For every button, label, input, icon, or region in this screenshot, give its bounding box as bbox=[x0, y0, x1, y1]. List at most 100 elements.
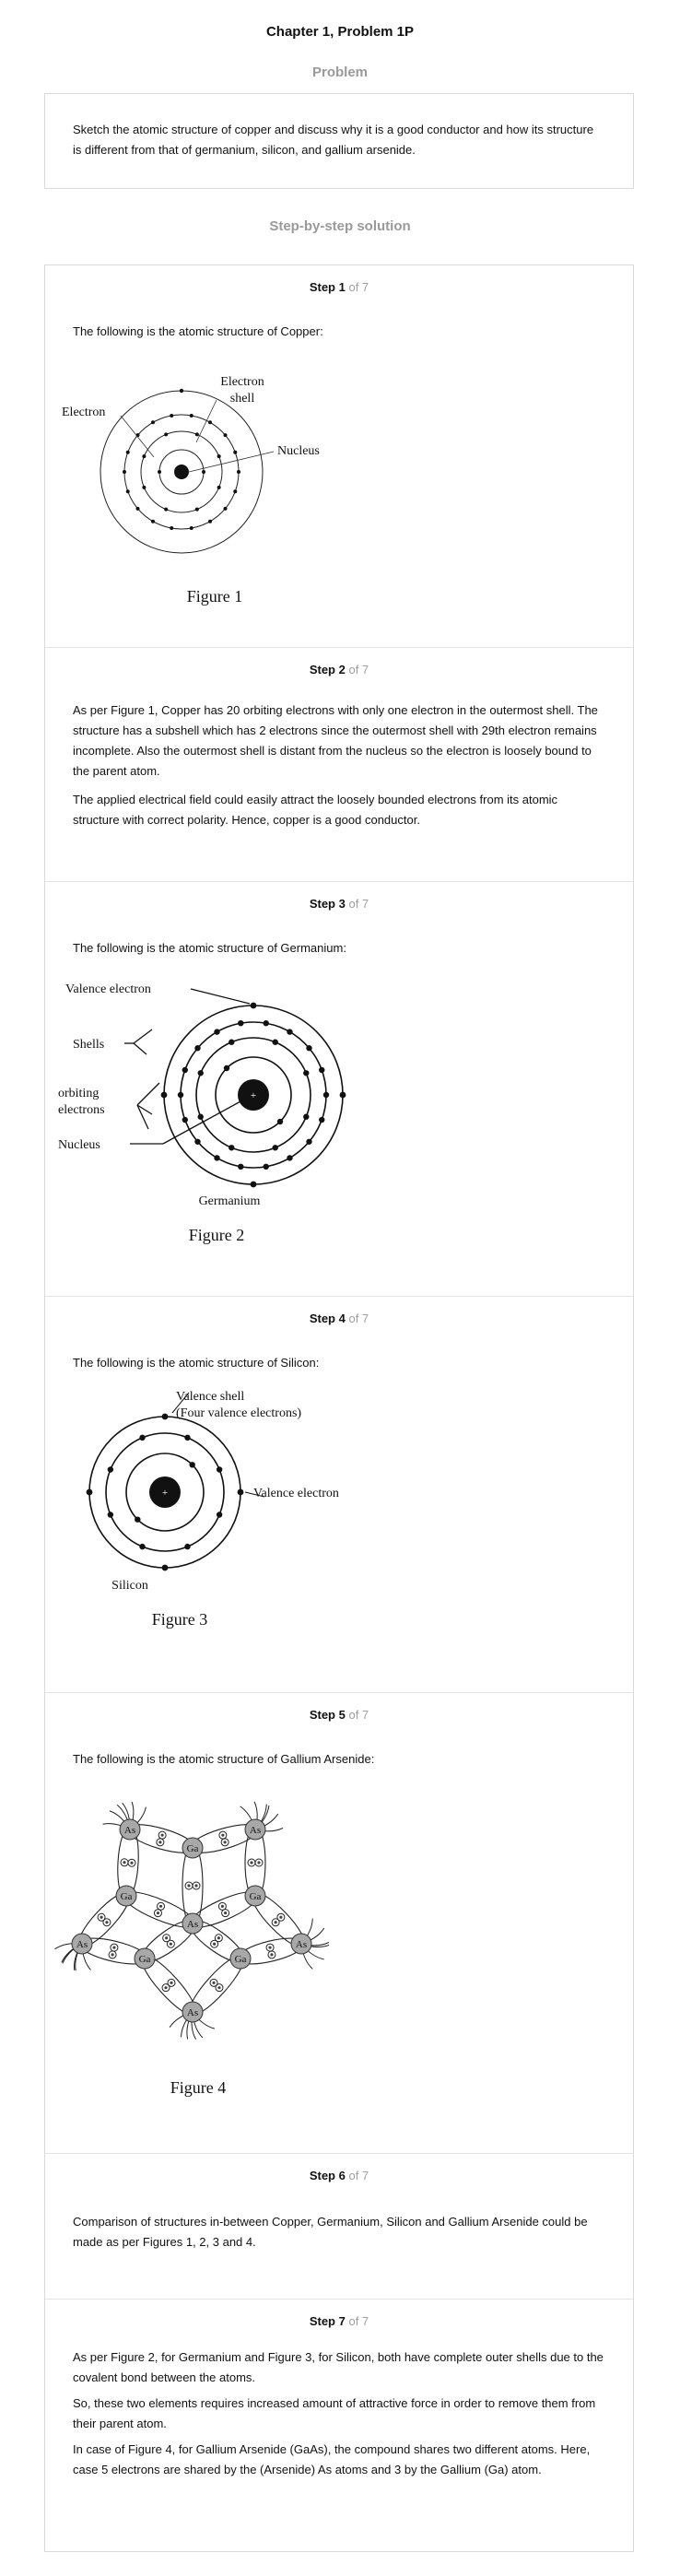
arsenic-atom: As bbox=[290, 1933, 312, 1955]
electron bbox=[197, 1070, 204, 1076]
atom-label: As bbox=[124, 1825, 135, 1836]
step-label: Step 4 bbox=[309, 1312, 346, 1325]
electron bbox=[151, 519, 155, 523]
label-nucleus: Nucleus bbox=[58, 1138, 100, 1152]
electron bbox=[194, 507, 199, 512]
electron bbox=[237, 1488, 244, 1496]
step-count: of 7 bbox=[348, 663, 369, 676]
nucleus bbox=[174, 465, 189, 479]
electron bbox=[214, 1029, 220, 1035]
electron bbox=[287, 1155, 293, 1161]
electron bbox=[107, 1466, 114, 1473]
electron bbox=[125, 489, 130, 494]
electron bbox=[184, 1434, 191, 1441]
solution-box: Step 1 of 7 The following is the atomic … bbox=[44, 265, 634, 2552]
electron bbox=[223, 433, 228, 438]
copper-atom-figure: Electron Electron shell Nucleus Figure 1 bbox=[62, 375, 320, 606]
label-orbiting-2: electrons bbox=[58, 1103, 105, 1117]
gallium-atom: Ga bbox=[134, 1947, 156, 1970]
electron bbox=[217, 485, 221, 489]
step-label: Step 7 bbox=[309, 2314, 346, 2328]
solution-heading: Step-by-step solution bbox=[269, 218, 411, 234]
electron bbox=[237, 470, 240, 474]
step-3-header: Step 3 of 7 bbox=[45, 897, 633, 911]
problem-heading: Problem bbox=[311, 65, 368, 80]
electron bbox=[151, 420, 155, 425]
electron bbox=[223, 506, 228, 511]
problem-text: Sketch the atomic structure of copper an… bbox=[73, 123, 594, 157]
atom-label: As bbox=[76, 1939, 88, 1950]
electron bbox=[125, 450, 130, 454]
electron bbox=[86, 1488, 93, 1496]
svg-text:+: + bbox=[251, 1090, 256, 1101]
atom-label: As bbox=[296, 1939, 307, 1950]
electron bbox=[184, 1543, 191, 1550]
step-5-header: Step 5 of 7 bbox=[45, 1708, 633, 1722]
step-2-paragraph-1: As per Figure 1, Copper has 20 orbiting … bbox=[73, 703, 598, 778]
atom-label: Ga bbox=[250, 1891, 262, 1902]
problem-box: Sketch the atomic structure of copper an… bbox=[44, 93, 634, 189]
electron bbox=[238, 1163, 244, 1170]
electron bbox=[272, 1145, 278, 1151]
label-germanium: Germanium bbox=[199, 1194, 261, 1208]
step-count: of 7 bbox=[348, 280, 369, 294]
electron bbox=[303, 1070, 310, 1076]
electron bbox=[229, 1145, 235, 1151]
electron bbox=[339, 1091, 346, 1099]
label-valence-electron: Valence electron bbox=[253, 1487, 339, 1500]
nucleus bbox=[149, 1476, 181, 1508]
electron bbox=[208, 519, 212, 523]
germanium-atom-figure: + Valence electron Shells orbiting elect… bbox=[58, 982, 346, 1244]
arsenic-atom: As bbox=[119, 1818, 141, 1841]
step-2-paragraph-2: The applied electrical field could easil… bbox=[73, 793, 558, 827]
figure-4-caption: Figure 4 bbox=[170, 2078, 227, 2097]
electron bbox=[135, 1516, 141, 1523]
electron bbox=[194, 1045, 201, 1052]
figure-3-caption: Figure 3 bbox=[152, 1610, 208, 1629]
electron bbox=[223, 1065, 230, 1072]
electron bbox=[216, 1511, 223, 1518]
electron bbox=[164, 507, 169, 512]
electron bbox=[107, 1511, 114, 1518]
electron bbox=[306, 1045, 312, 1052]
step-label: Step 3 bbox=[309, 897, 346, 911]
step-2-header: Step 2 of 7 bbox=[45, 663, 633, 676]
label-four-valence: (Four valence electrons) bbox=[176, 1406, 301, 1420]
atom-label: As bbox=[187, 2007, 198, 2018]
step-6-text: Comparison of structures in-between Copp… bbox=[73, 2215, 588, 2249]
germanium-electrons bbox=[160, 1002, 346, 1188]
electron bbox=[170, 413, 174, 418]
electron bbox=[161, 1564, 169, 1571]
step-label: Step 5 bbox=[309, 1708, 346, 1722]
step-7-header: Step 7 of 7 bbox=[45, 2314, 633, 2328]
step-2: Step 2 of 7 As per Figure 1, Copper has … bbox=[45, 647, 633, 882]
gallium-atom: Ga bbox=[182, 1837, 204, 1859]
electron bbox=[123, 470, 126, 474]
nucleus bbox=[238, 1079, 269, 1111]
label-electron: Electron bbox=[62, 406, 105, 419]
label-shells: Shells bbox=[73, 1038, 104, 1052]
atom-label: Ga bbox=[121, 1891, 133, 1902]
electron bbox=[182, 1116, 188, 1123]
electron bbox=[189, 413, 193, 418]
step-7-paragraph-2: So, these two elements requires increase… bbox=[73, 2396, 596, 2430]
electron bbox=[161, 1413, 169, 1420]
step-1-header: Step 1 of 7 bbox=[45, 280, 633, 294]
atom-label: Ga bbox=[187, 1843, 199, 1854]
step-label: Step 1 bbox=[309, 280, 346, 294]
electron bbox=[164, 432, 169, 437]
arsenic-atom: As bbox=[182, 1912, 204, 1935]
step-4-header: Step 4 of 7 bbox=[45, 1312, 633, 1325]
electron bbox=[276, 1118, 284, 1125]
arsenic-atom: As bbox=[71, 1933, 93, 1955]
copper-electrons bbox=[123, 388, 240, 531]
label-electron-shell-2: shell bbox=[230, 392, 255, 406]
step-3-text: The following is the atomic structure of… bbox=[73, 941, 346, 955]
electron bbox=[194, 432, 199, 437]
electron bbox=[250, 1002, 257, 1009]
electron bbox=[229, 1039, 235, 1045]
electron bbox=[194, 1138, 201, 1145]
